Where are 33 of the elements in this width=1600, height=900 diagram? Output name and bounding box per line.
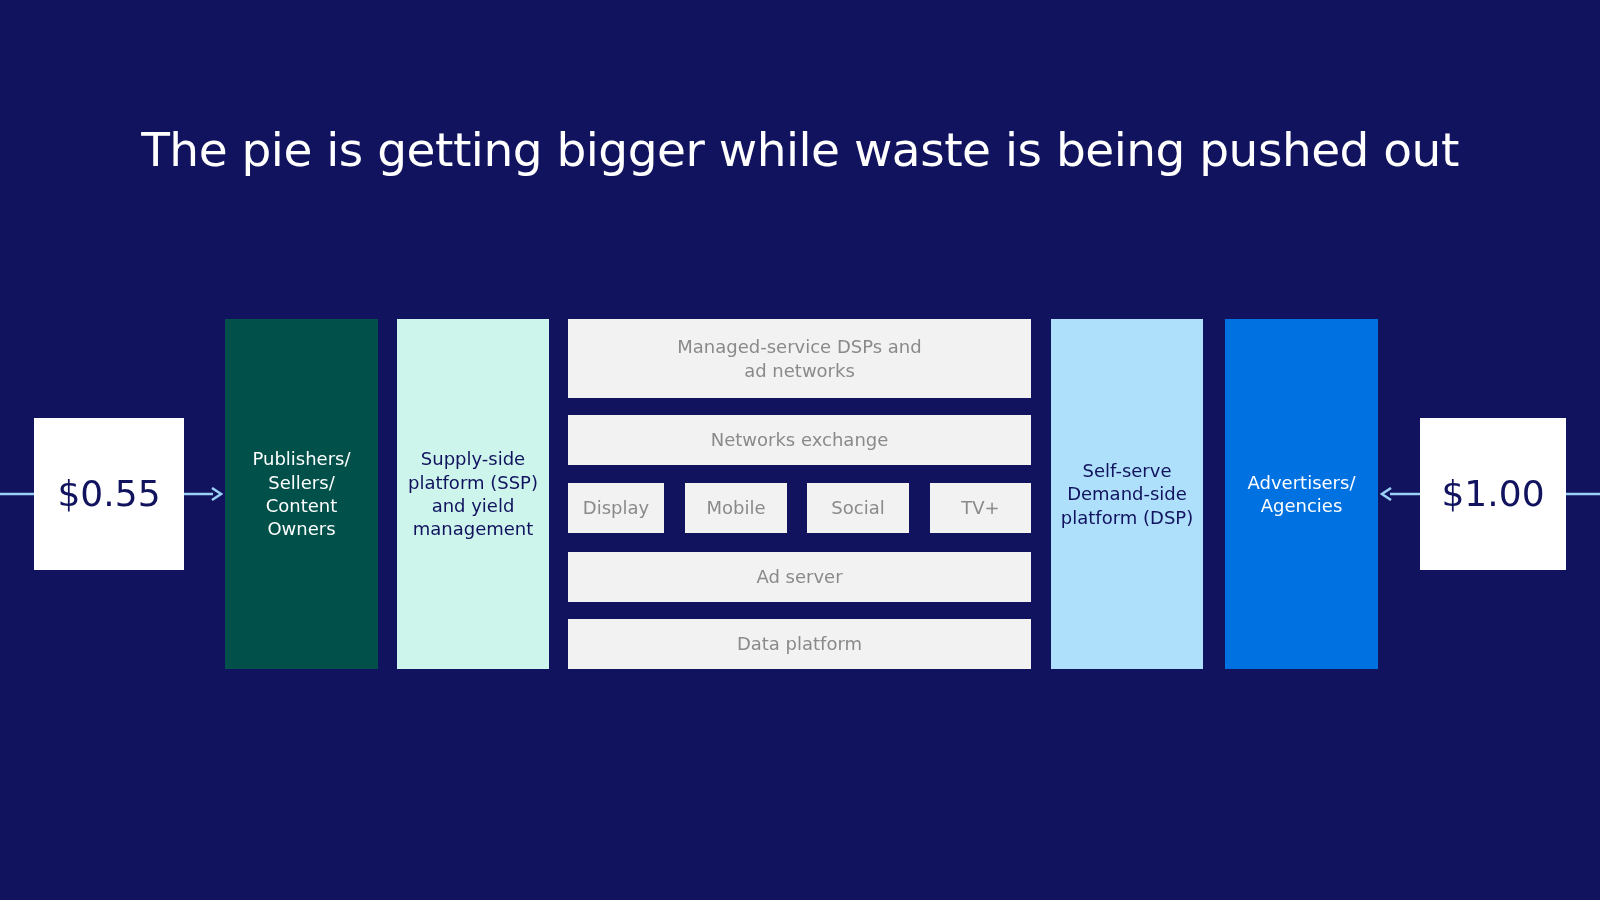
- node-label: Networks exchange: [710, 428, 889, 452]
- node-label: Ad server: [756, 565, 843, 589]
- stage-box: [1051, 319, 1203, 669]
- layer-box: [930, 483, 1031, 533]
- title: The pie is getting bigger while waste is being pushed out: [140, 122, 1460, 177]
- connector-line: [1566, 492, 1600, 496]
- stage-box: [397, 319, 549, 669]
- arrow: [1380, 486, 1420, 502]
- node-label: Supply-side platform (SSP) and yield management: [408, 447, 538, 541]
- node-label: Mobile: [706, 496, 766, 520]
- stage-box: [225, 319, 378, 669]
- stage-box: [1225, 319, 1378, 669]
- node-label: Data platform: [736, 632, 863, 656]
- node-label: Self-serve Demand-side platform (DSP): [1059, 458, 1195, 530]
- node-label: $0.55: [57, 471, 161, 516]
- node-label: Advertisers/ Agencies: [1246, 470, 1357, 518]
- node-label: $1.00: [1441, 471, 1545, 516]
- price-box: [1420, 418, 1566, 570]
- node-label: Display: [582, 496, 650, 520]
- node-label: TV+: [961, 496, 1000, 520]
- arrow: [184, 486, 223, 502]
- layer-box: [568, 552, 1031, 602]
- layer-box: [568, 483, 664, 533]
- node-label: Managed-service DSPs and ad networks: [676, 335, 923, 382]
- layer-box: [568, 415, 1031, 465]
- node-label: Publishers/ Sellers/ Content Owners: [251, 447, 352, 541]
- connector-line: [0, 492, 34, 496]
- price-box: [34, 418, 184, 570]
- layer-box: [685, 483, 787, 533]
- layer-box: [807, 483, 909, 533]
- node-label: Social: [831, 496, 885, 520]
- layer-box: [568, 619, 1031, 669]
- layer-box: [568, 319, 1031, 398]
